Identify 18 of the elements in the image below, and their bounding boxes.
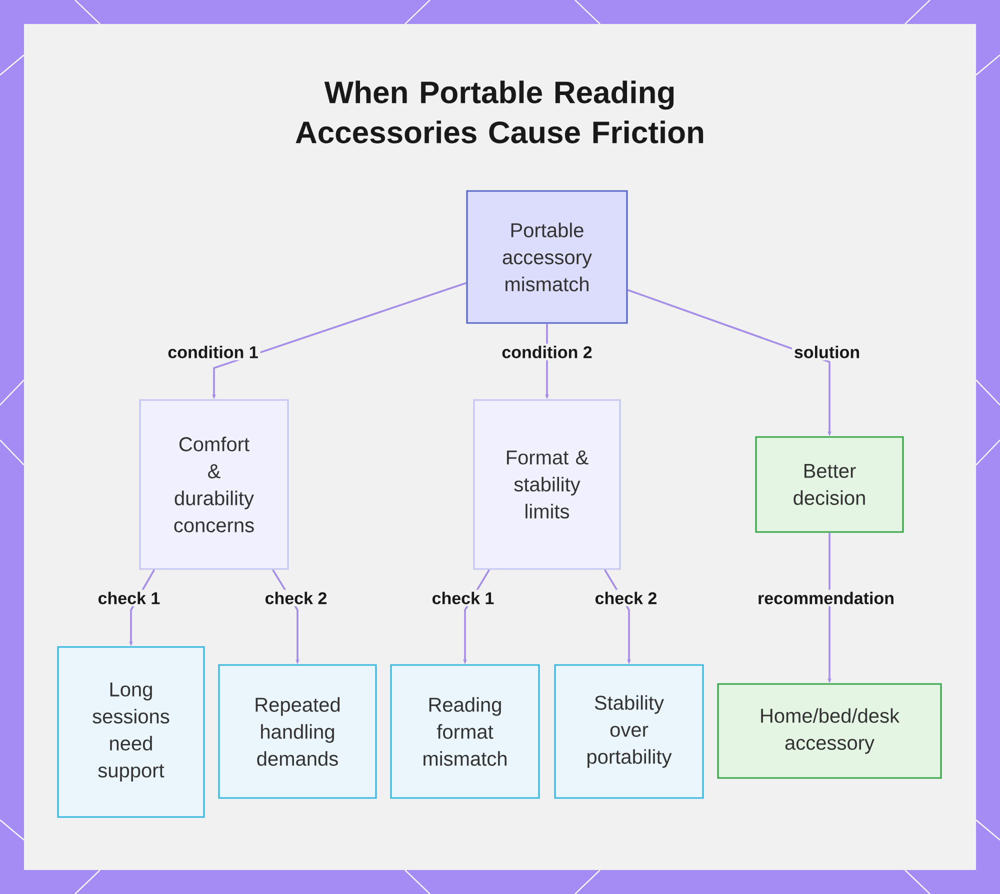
- edge-label: condition 2: [500, 344, 594, 360]
- process-box: Comfort & durability concerns: [139, 399, 289, 570]
- edge-label: check 2: [592, 590, 660, 606]
- edge-label: solution: [792, 344, 862, 360]
- edge-label: recommendation: [756, 590, 896, 606]
- process-box: Format & stability limits: [473, 399, 621, 570]
- title: When Portable Reading Accessories Cause Friction: [296, 80, 704, 144]
- process-box: Long sessions need support: [57, 646, 205, 818]
- process-box: Better decision: [755, 436, 904, 533]
- edge-label: check 1: [96, 590, 162, 606]
- process-box: Repeated handling demands: [218, 664, 377, 799]
- edge-label: check 2: [262, 590, 330, 606]
- process-box: Home/bed/desk accessory: [717, 683, 942, 779]
- process-box: Stability over portability: [554, 664, 704, 799]
- edge-label: condition 1: [166, 344, 260, 360]
- edge-label: check 1: [430, 590, 496, 606]
- process-box: Portable accessory mismatch: [466, 190, 628, 324]
- process-box: Reading format mismatch: [390, 664, 540, 799]
